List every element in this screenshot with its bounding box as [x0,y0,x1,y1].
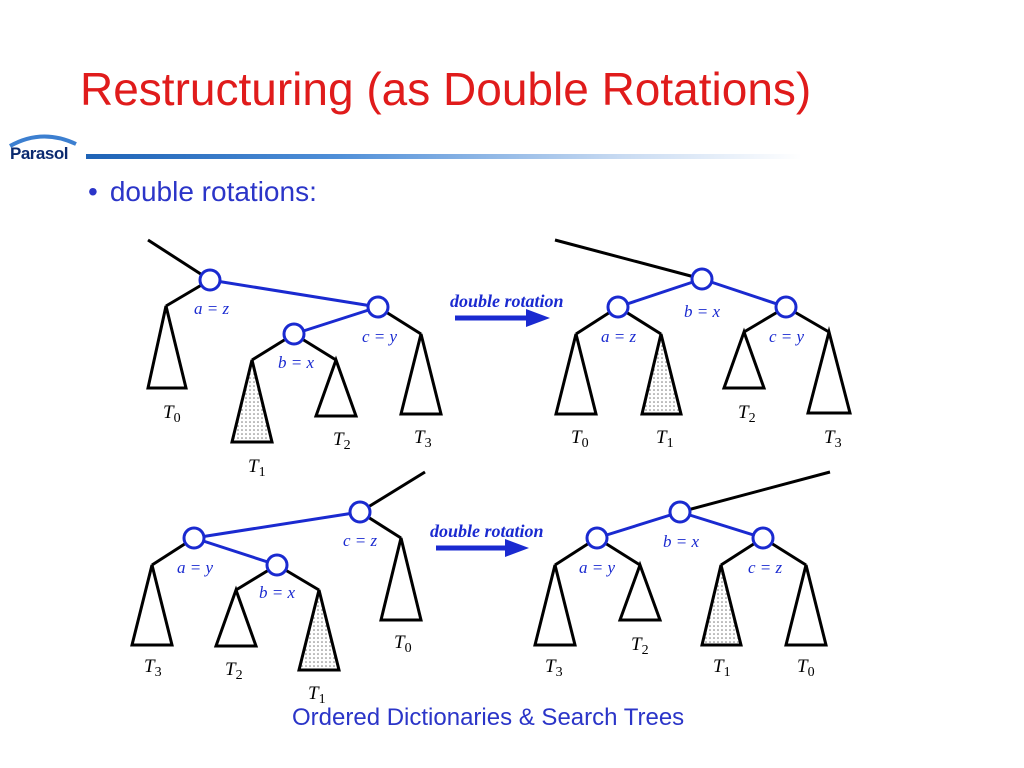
subtree-t3 [399,333,443,416]
subtree-t3 [130,564,174,647]
subtree-t0 [784,564,828,647]
blue-edge [193,510,361,540]
subtree-t1 [230,359,274,444]
subtree-label-t1: T1 [656,427,674,451]
parent-edge [679,470,831,514]
blue-edge [617,277,703,309]
diagram-1-after: b = x a = z c = y T0 T1 T2 T3 [554,238,852,451]
subtree-label-t1: T1 [308,683,326,707]
node-b [265,553,289,577]
subtree-label-t1: T1 [248,456,266,480]
subtree-label-t3: T3 [144,656,162,680]
blue-edge [596,510,681,540]
node-label: b = x [259,583,295,602]
node-label: c = z [748,558,783,577]
diagram-2-after: b = x a = y c = z T3 T2 T1 T0 [533,470,831,680]
node-c [751,526,775,550]
subtree-t2 [313,355,359,418]
subtree-label-t3: T3 [824,427,842,451]
logo-arc-icon [9,134,77,148]
node-label: c = z [343,531,378,550]
subtree-label-t0: T0 [797,656,815,680]
diagram-1-before: a = z c = y b = x T0 T1 T2 T3 [146,238,443,480]
node-label: b = x [278,353,314,372]
subtree-t0 [146,305,188,390]
parent-edge [554,238,703,281]
node-label: a = z [194,299,229,318]
node-label: c = y [769,327,805,346]
subtree-t3 [533,564,577,647]
arrow-head-icon [526,309,550,327]
subtree-t2 [617,560,663,622]
subtree-label-t2: T2 [631,634,649,658]
node-label: b = x [663,532,699,551]
subtree-label-t0: T0 [163,402,181,426]
logo-text: Parasol [10,144,68,163]
node-b [282,322,306,346]
node-a [585,526,609,550]
parasol-logo: Parasol [6,130,80,174]
subtree-label-t3: T3 [545,656,563,680]
node-b [668,500,692,524]
arrow-label: double rotation [450,291,564,311]
node-c [774,295,798,319]
arrow-head-icon [505,539,529,557]
blue-edge [209,278,379,309]
rotation-arrow-1: double rotation [450,291,564,327]
arrow-label: double rotation [430,521,544,541]
subtree-t1 [297,589,341,672]
subtree-label-t2: T2 [738,402,756,426]
subtree-label-t1: T1 [713,656,731,680]
parent-edge [359,470,426,514]
subtree-label-t2: T2 [333,429,351,453]
node-a [198,268,222,292]
slide-footer: Ordered Dictionaries & Search Trees [292,704,685,731]
subtree-t3 [806,326,852,415]
subtree-label-t2: T2 [225,659,243,683]
bullet-item: • double rotations: [88,176,317,208]
slide-title: Restructuring (as Double Rotations) [80,63,812,115]
rotation-arrow-2: double rotation [430,521,544,557]
subtree-label-t0: T0 [571,427,589,451]
subtree-label-t3: T3 [414,427,432,451]
title-rule [86,154,802,159]
diagram-2-before: c = z a = y b = x T0 T3 T2 T1 [130,470,426,707]
node-label: a = y [177,558,213,577]
node-a [182,526,206,550]
node-label: c = y [362,327,398,346]
node-c [366,295,390,319]
node-c [348,500,372,524]
node-label: a = z [601,327,636,346]
subtree-t0 [379,537,423,622]
blue-edge [193,536,278,567]
bullet-text: double rotations: [109,176,317,207]
subtree-t2 [213,585,259,648]
subtree-t2 [721,327,767,390]
node-label: a = y [579,558,615,577]
node-a [606,295,630,319]
blue-edge [701,277,787,309]
blue-edge [293,305,379,336]
blue-edge [679,510,764,540]
node-b [690,267,714,291]
subtree-t1 [640,333,683,416]
bullet-dot: • [88,176,98,207]
node-label: b = x [684,302,720,321]
subtree-label-t0: T0 [394,632,412,656]
parent-edge [147,238,211,282]
subtree-t1 [700,564,743,647]
subtree-t0 [554,333,598,416]
